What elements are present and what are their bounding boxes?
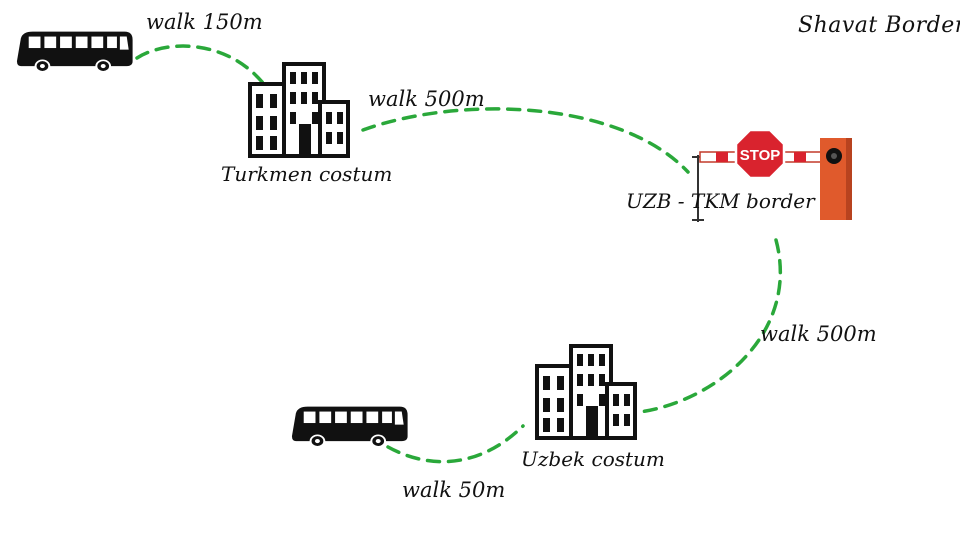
page-title: Shavat Border [798,13,960,38]
building-icon [535,344,637,440]
building-icon [248,62,350,158]
walk-label-3: walk 500m [760,322,877,346]
bus-icon [15,30,134,73]
route-segment-1 [135,44,265,85]
stop-sign-icon: STOP [734,128,786,180]
walk-label-4: walk 50m [402,478,506,502]
bus-icon [290,405,409,448]
border-label: UZB - TKM border [626,189,815,213]
walk-label-2: walk 500m [368,87,485,111]
route-segment-3 [638,238,783,414]
uzbek-customs-label: Uzbek costum [521,447,665,471]
walk-label-1: walk 150m [146,10,263,34]
route-path [135,44,783,464]
turkmen-customs-label: Turkmen costum [221,162,393,186]
route-segment-4 [386,424,525,464]
route-segment-2 [361,107,690,174]
stop-sign-text: STOP [740,147,781,164]
